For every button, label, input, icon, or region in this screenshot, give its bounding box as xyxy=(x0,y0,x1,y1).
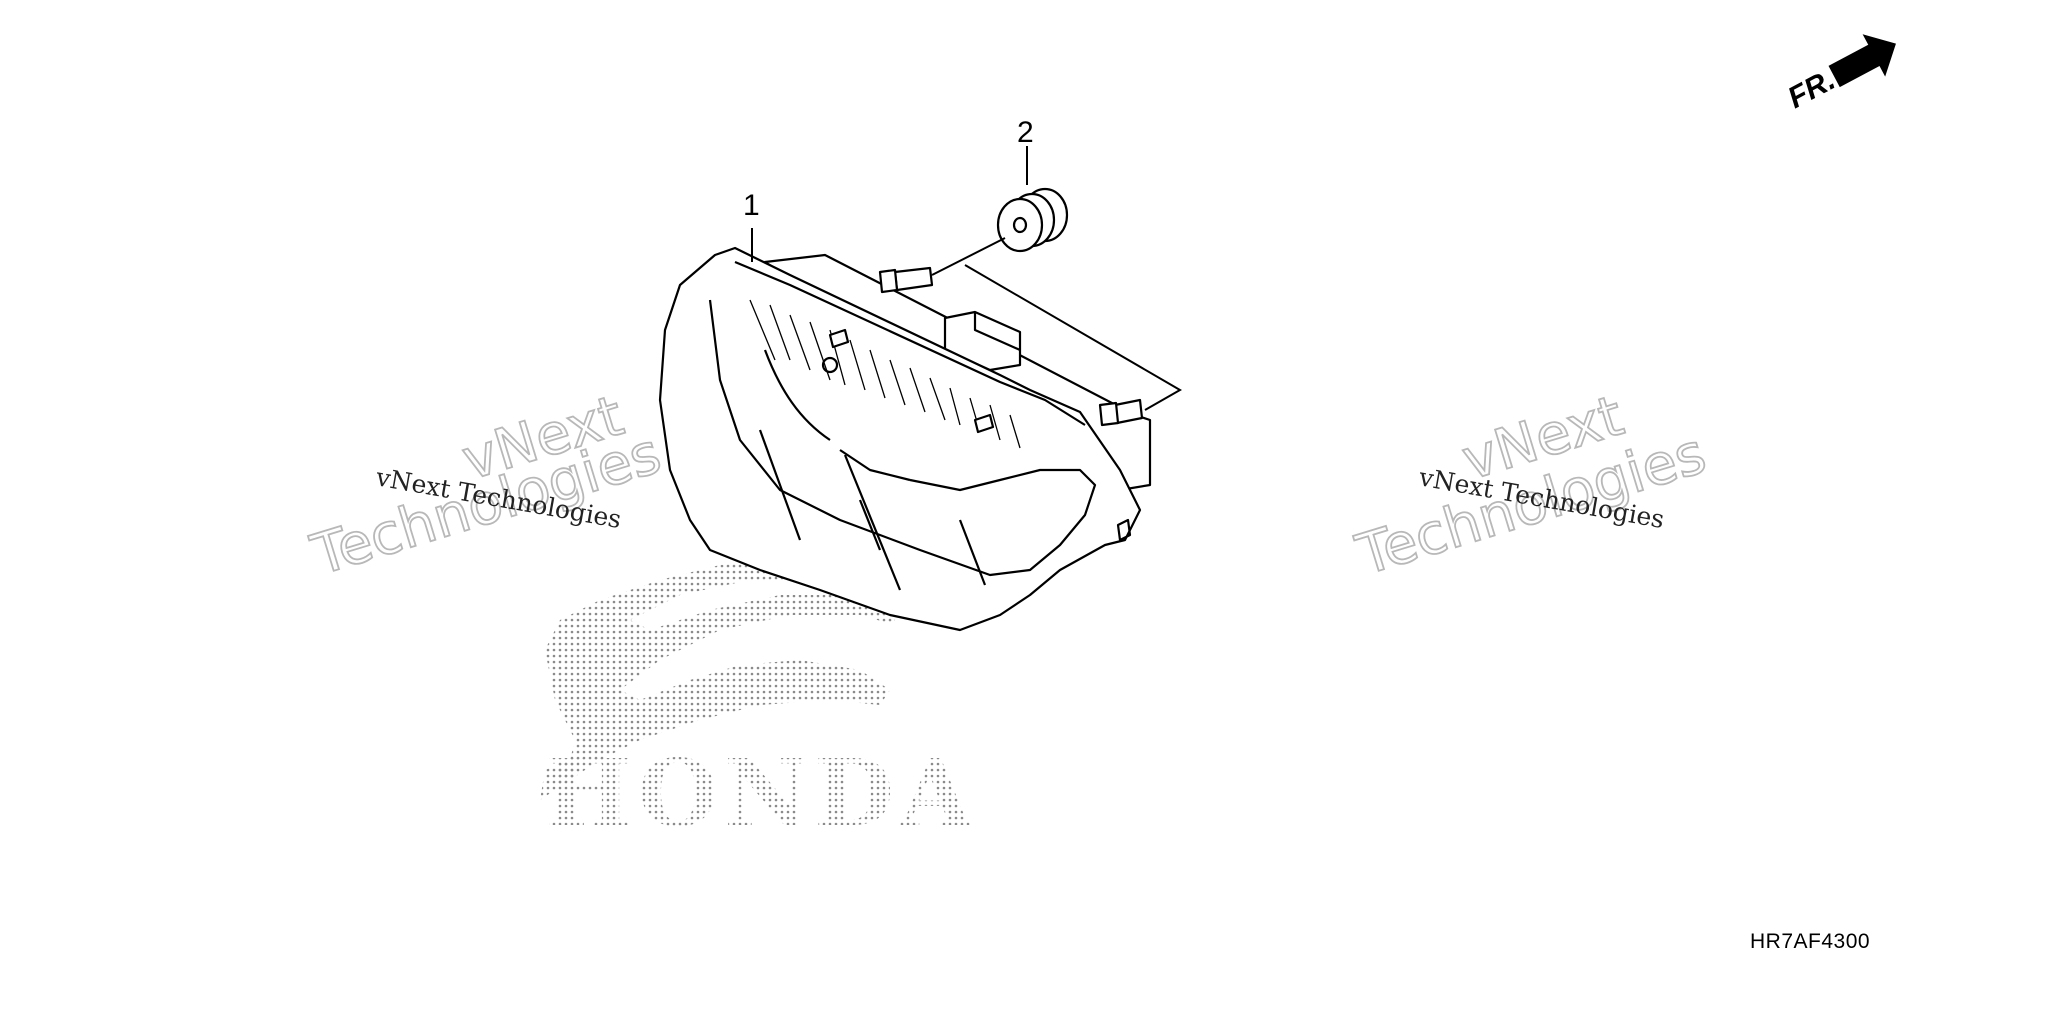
diagram-code: HR7AF4300 xyxy=(1750,930,1871,953)
front-direction-arrow-icon: FR. xyxy=(1782,34,1896,115)
honda-wing-logo xyxy=(540,530,905,800)
watermark-left: vNext Technologies vNext Technologies xyxy=(303,382,669,589)
leader-lines xyxy=(751,146,1183,411)
part-label-2: 2 xyxy=(1017,116,1034,149)
honda-logo-text: HONDA xyxy=(545,739,977,847)
part-label-1: 1 xyxy=(743,189,760,222)
tail-light-assembly xyxy=(658,246,1152,632)
watermark-right: vNext Technologies vNext Technologies xyxy=(1348,382,1714,589)
grommet-part xyxy=(996,187,1069,253)
